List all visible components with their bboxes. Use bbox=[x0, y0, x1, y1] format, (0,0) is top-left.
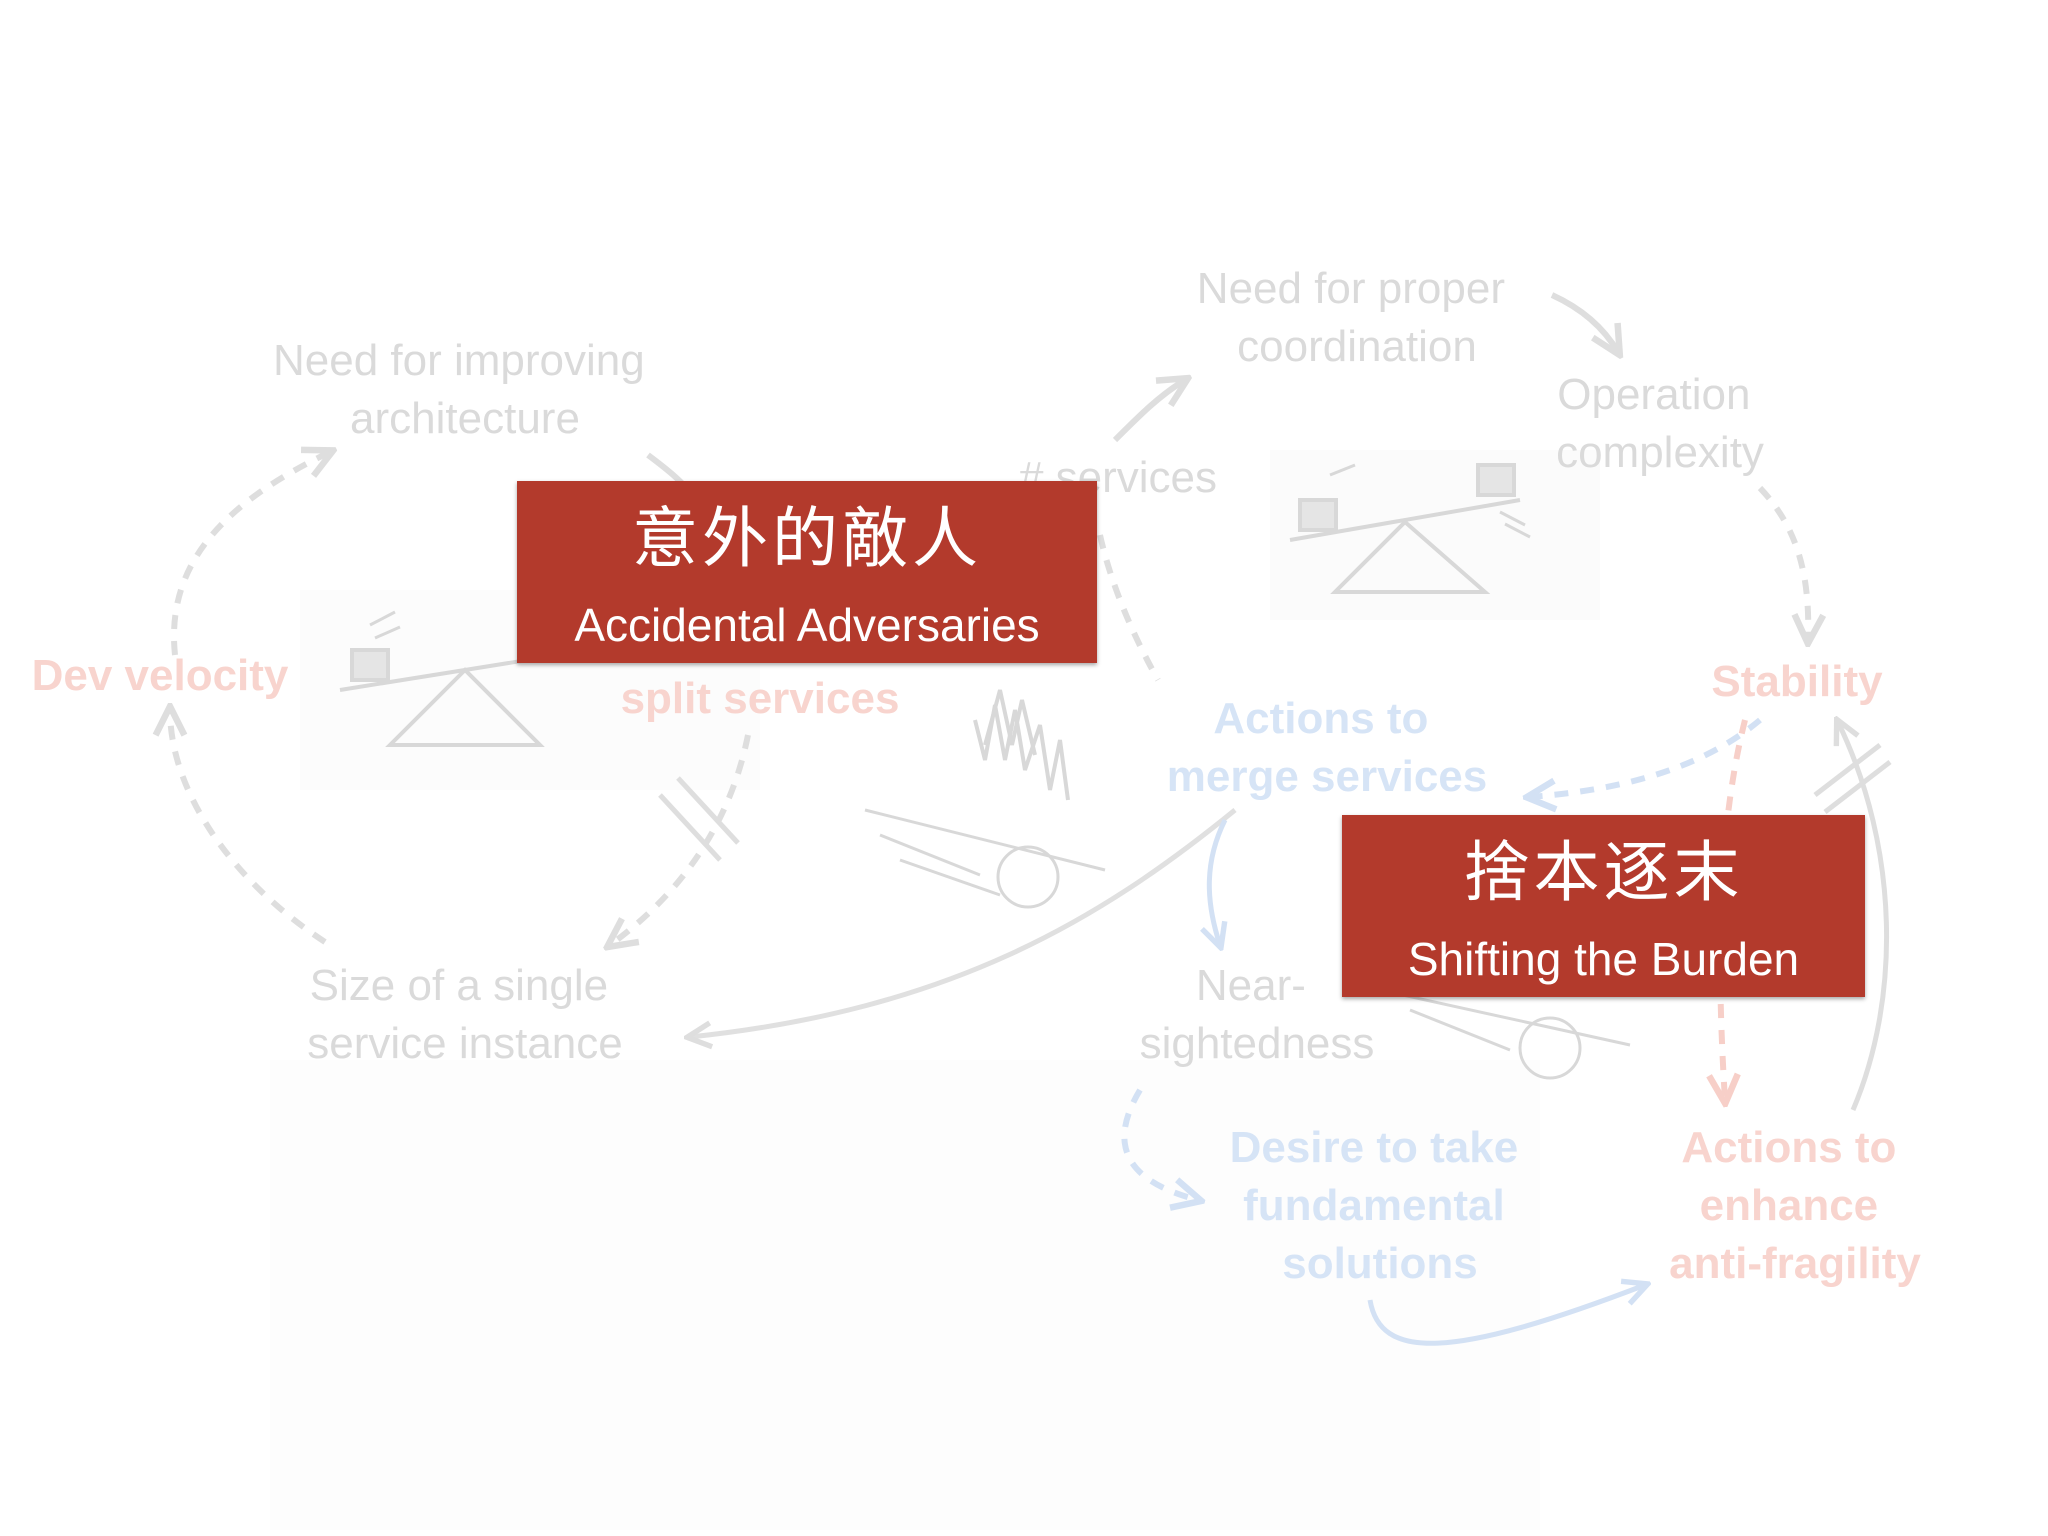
delay-mark bbox=[660, 795, 720, 860]
node-dev-velocity: Dev velocity bbox=[32, 651, 289, 700]
arrow-merge-to-size bbox=[690, 810, 1235, 1037]
node-need-proper-coordination: Need for proper coordination bbox=[1197, 264, 1517, 371]
arrow-coordination-to-complexity bbox=[1552, 295, 1618, 352]
accidental-adversaries-chinese: 意外的敵人 bbox=[517, 499, 1097, 579]
arrow-stability-to-merge bbox=[1530, 720, 1760, 797]
node-actions-enhance-antifragility: Actions to enhance anti-fragility bbox=[1669, 1123, 1921, 1288]
node-need-improving-architecture: Need for improving architecture bbox=[273, 336, 657, 443]
shifting-the-burden-english: Shifting the Burden bbox=[1342, 931, 1865, 987]
shifting-the-burden-label: 捨本逐末 Shifting the Burden bbox=[1342, 815, 1865, 997]
node-actions-merge-services: Actions to merge services bbox=[1167, 694, 1487, 801]
shifting-the-burden-chinese: 捨本逐末 bbox=[1342, 833, 1865, 913]
node-stability: Stability bbox=[1711, 657, 1883, 706]
accidental-adversaries-english: Accidental Adversaries bbox=[517, 597, 1097, 653]
arrow-merge-to-near-sightedness bbox=[1209, 820, 1225, 945]
arrow-services-to-coordination bbox=[1115, 380, 1185, 440]
node-split-services: split services bbox=[621, 674, 900, 723]
arrow-complexity-to-stability bbox=[1760, 488, 1808, 640]
node-size-single-service: Size of a single service instance bbox=[307, 961, 622, 1068]
arrow-merge-to-services bbox=[1100, 535, 1158, 680]
delay-mark bbox=[1815, 745, 1880, 795]
accidental-adversaries-label: 意外的敵人 Accidental Adversaries bbox=[517, 481, 1097, 663]
snowball-icon bbox=[865, 690, 1105, 907]
node-operation-complexity: Operation complexity bbox=[1556, 370, 1764, 477]
node-near-sightedness: Near- sightedness bbox=[1140, 961, 1375, 1068]
